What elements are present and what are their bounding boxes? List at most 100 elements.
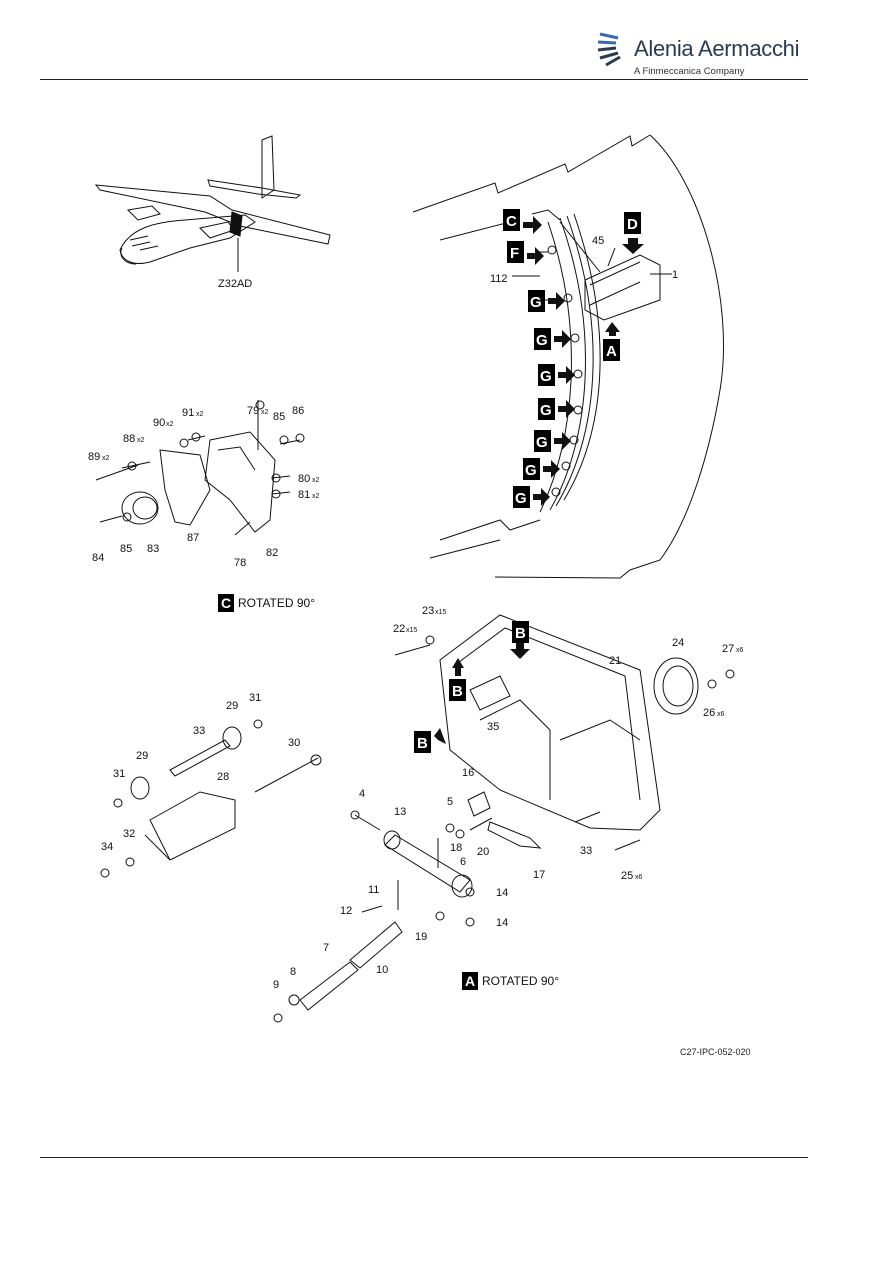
item-label: 9 (273, 979, 279, 991)
item-label: 18 (450, 842, 462, 854)
badge-c: C (503, 209, 520, 231)
company-logo: Alenia Aermacchi A Finmeccanica Company (596, 28, 799, 80)
badge-g-3: G (538, 364, 555, 386)
company-subtitle: A Finmeccanica Company (634, 66, 745, 77)
badge-g-4: G (538, 398, 555, 420)
view-c-caption-text: ROTATED 90° (238, 596, 316, 610)
svg-text:G: G (536, 434, 548, 451)
badge-b-left: B (449, 679, 466, 701)
item-label: 80 (298, 473, 310, 485)
view-a-badge: A (462, 972, 478, 990)
svg-text:A: A (606, 343, 617, 360)
badge-g-1: G (528, 290, 545, 312)
item-label: 21 (609, 655, 621, 667)
shaft-assembly-view (100, 719, 322, 878)
item-label: 1 (672, 269, 678, 281)
item-label: 31 (113, 768, 125, 780)
item-label: 22 (393, 623, 405, 635)
item-label: 112 (490, 273, 508, 285)
item-label: 29 (226, 700, 238, 712)
item-label: 12 (340, 905, 352, 917)
item-label: 4 (359, 788, 365, 800)
item-label: 13 (394, 806, 406, 818)
arrow-icon (434, 728, 446, 744)
item-label: 86 (292, 405, 304, 417)
item-label: 14 (496, 887, 508, 899)
logo-emblem-icon (597, 32, 621, 67)
svg-text:C: C (506, 213, 517, 230)
badge-g-2: G (534, 328, 551, 350)
view-a-caption-text: ROTATED 90° (482, 974, 560, 988)
item-label: 6 (460, 856, 466, 868)
item-label: 8 (290, 966, 296, 978)
zone-label: Z32AD (218, 278, 252, 290)
item-labels: Z32AD 1 45 112 79 x2 91 x2 85 86 90 x2 8… (88, 235, 744, 991)
item-label: 23 (422, 605, 434, 617)
item-label: 45 (592, 235, 604, 247)
arrow-icon (533, 488, 550, 506)
item-label: 32 (123, 828, 135, 840)
view-c-caption: C ROTATED 90° (218, 594, 315, 612)
svg-text:B: B (515, 625, 526, 642)
item-label: 25 (621, 870, 633, 882)
item-label: 78 (234, 557, 246, 569)
item-label: 14 (496, 917, 508, 929)
arrow-icon (523, 216, 542, 234)
item-label: 11 (368, 884, 379, 896)
item-label: 82 (266, 547, 278, 559)
item-label: 7 (323, 942, 329, 954)
view-c-badge: C (218, 594, 234, 612)
item-label: 16 (462, 767, 474, 779)
arrow-icon (510, 643, 530, 659)
arrow-icon (527, 247, 544, 265)
footer-rule (40, 1157, 808, 1158)
arrow-icon (622, 238, 644, 254)
item-label: 88 (123, 433, 135, 445)
item-label: 5 (447, 796, 453, 808)
arrow-icon (554, 432, 571, 450)
svg-text:B: B (417, 735, 428, 752)
item-qty: x2 (102, 455, 110, 462)
arrow-icon (452, 658, 464, 676)
item-label: 31 (249, 692, 261, 704)
item-label: 28 (217, 771, 229, 783)
item-label: 34 (101, 841, 113, 853)
item-label: 81 (298, 489, 310, 501)
badge-g-7: G (513, 486, 530, 508)
figure-code: C27-IPC-052-020 (680, 1047, 751, 1057)
item-label: 19 (415, 931, 427, 943)
item-qty: x6 (635, 874, 643, 881)
badge-f: F (507, 241, 524, 263)
aircraft-overview (94, 135, 331, 272)
item-qty: x6 (717, 711, 725, 718)
badge-a-top: A (603, 339, 620, 361)
item-qty: x2 (196, 411, 204, 418)
item-qty: x2 (312, 477, 320, 484)
arrow-icon (558, 366, 575, 384)
item-label: 35 (487, 721, 499, 733)
item-label: 33 (193, 725, 205, 737)
item-qty: x2 (261, 409, 269, 416)
svg-text:G: G (515, 490, 527, 507)
item-qty: x2 (312, 493, 320, 500)
item-label: 85 (120, 543, 132, 555)
svg-text:B: B (452, 683, 463, 700)
badge-g-5: G (534, 430, 551, 452)
badge-g-6: G (523, 458, 540, 480)
item-qty: x2 (137, 437, 145, 444)
bracket-exploded-view (95, 400, 305, 536)
arrow-icon (548, 292, 565, 310)
svg-text:G: G (525, 462, 537, 479)
item-qty: x6 (736, 647, 744, 654)
view-arrows (434, 216, 644, 744)
item-label: 26 (703, 707, 715, 719)
item-label: 84 (92, 552, 104, 564)
rib-assembly-view (412, 134, 724, 579)
badge-d: D (624, 212, 641, 234)
svg-text:D: D (627, 216, 638, 233)
item-qty: x2 (166, 421, 174, 428)
header-rule (40, 79, 808, 80)
gearbox-housing-view (394, 614, 735, 851)
item-qty: x15 (406, 627, 417, 634)
svg-text:G: G (540, 368, 552, 385)
